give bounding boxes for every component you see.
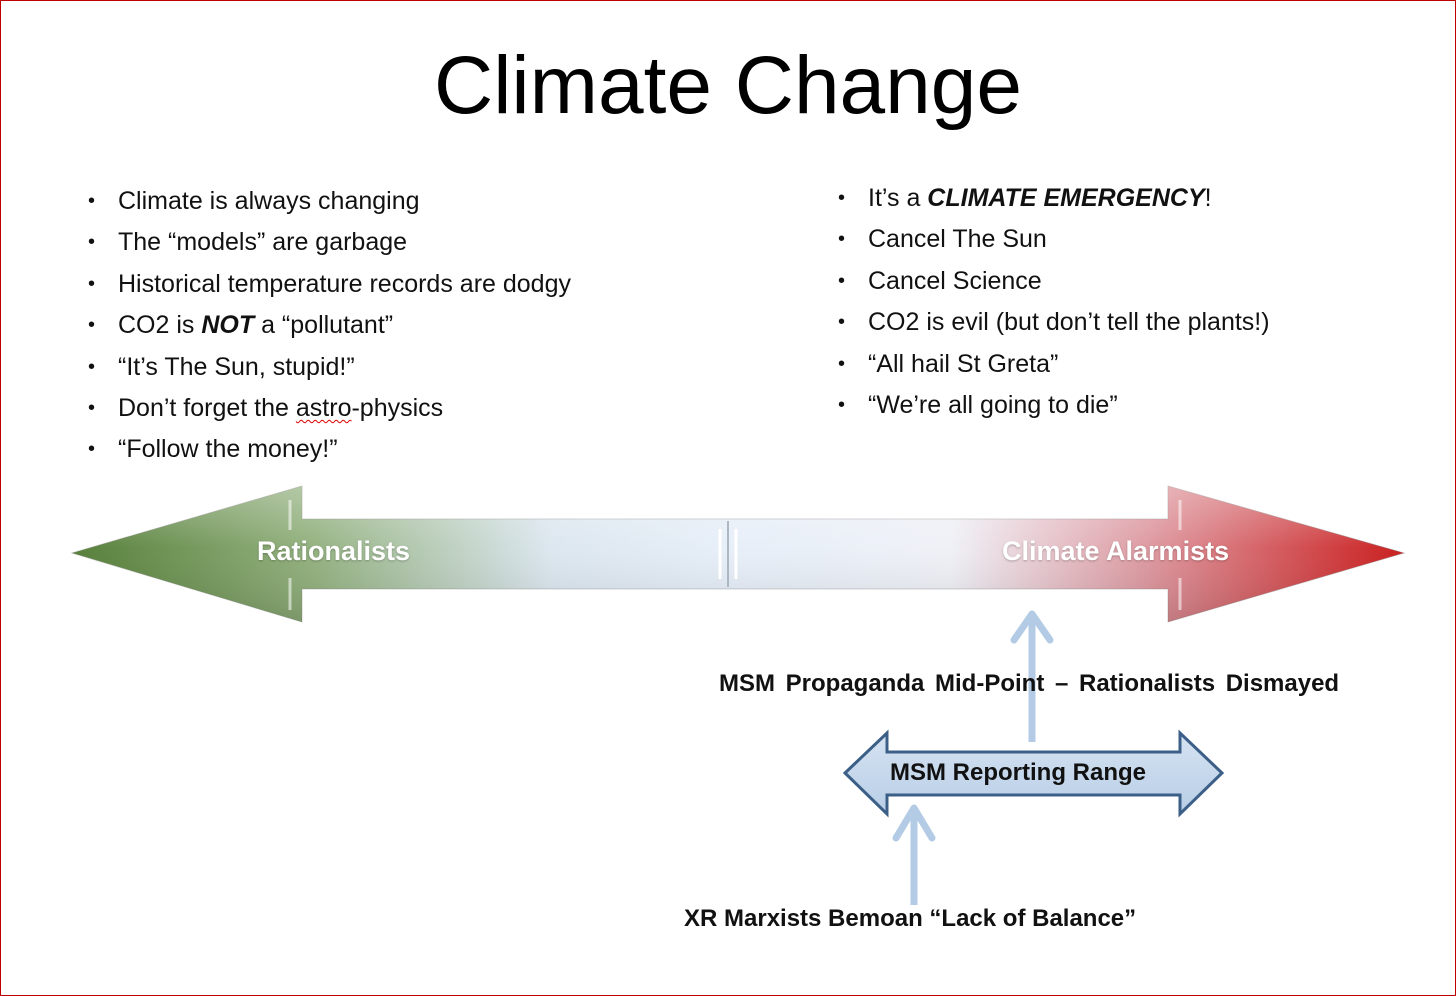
- rationalists-label: Rationalists: [257, 536, 411, 566]
- list-item: “All hail St Greta”: [838, 349, 1438, 390]
- arrow-gloss: [72, 486, 1404, 622]
- list-item: Historical temperature records are dodgy: [88, 269, 728, 310]
- alarmist-points: It’s a CLIMATE EMERGENCY! Cancel The Sun…: [838, 183, 1438, 431]
- list-item: Cancel Science: [838, 266, 1438, 307]
- rationalist-points: Climate is always changing The “models” …: [88, 186, 728, 476]
- up-arrow-icon: [1010, 610, 1054, 644]
- up-arrow-icon: [892, 804, 936, 842]
- list-item: CO2 is evil (but don’t tell the plants!): [838, 307, 1438, 348]
- list-item: It’s a CLIMATE EMERGENCY!: [838, 183, 1438, 224]
- list-item: “It’s The Sun, stupid!”: [88, 352, 728, 393]
- msm-range-label: MSM Reporting Range: [890, 759, 1146, 786]
- list-item: CO2 is NOT a “pollutant”: [88, 310, 728, 351]
- list-item: “Follow the money!”: [88, 434, 728, 475]
- msm-midpoint-label: MSM Propaganda Mid-Point – Rationalists …: [719, 670, 1340, 697]
- msm-range-arrow: [842, 729, 1225, 818]
- xr-label: XR Marxists Bemoan “Lack of Balance”: [684, 905, 1137, 932]
- list-item: “We’re all going to die”: [838, 390, 1438, 431]
- list-item: The “models” are garbage: [88, 227, 728, 268]
- slide-title: Climate Change: [434, 40, 1022, 131]
- list-item: Climate is always changing: [88, 186, 728, 227]
- climate-alarmists-label: Climate Alarmists: [1002, 536, 1230, 566]
- list-item: Cancel The Sun: [838, 224, 1438, 265]
- list-item: Don’t forget the astro-physics: [88, 393, 728, 434]
